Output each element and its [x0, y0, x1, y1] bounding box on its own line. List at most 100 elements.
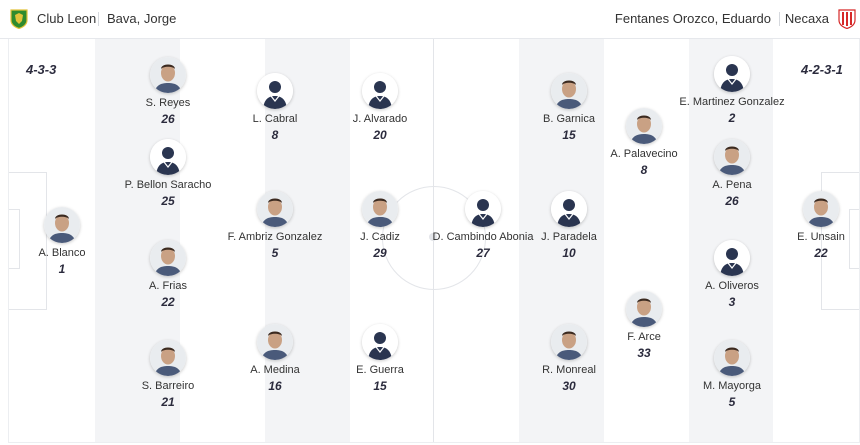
home-player[interactable]: J. Cadiz 29: [310, 191, 450, 260]
player-number: 22: [161, 295, 175, 309]
player-number: 3: [728, 295, 736, 309]
player-number: 22: [814, 246, 828, 260]
away-player[interactable]: F. Arce 33: [574, 291, 714, 360]
away-player[interactable]: B. Garnica 15: [499, 73, 639, 142]
player-name: J. Paradela: [541, 231, 597, 243]
away-player[interactable]: A. Oliveros 3: [662, 240, 802, 309]
home-coach-name[interactable]: Bava, Jorge: [107, 11, 177, 26]
player-number: 15: [373, 379, 387, 393]
player-photo: [626, 291, 662, 327]
player-number: 8: [640, 163, 648, 177]
center-spot: [429, 233, 437, 241]
player-photo: [714, 340, 750, 376]
player-silhouette-icon: [714, 56, 750, 92]
player-name: R. Monreal: [542, 364, 596, 376]
away-player[interactable]: E. Unsain 22: [751, 191, 859, 260]
player-photo: [150, 240, 186, 276]
player-photo: [714, 139, 750, 175]
home-player[interactable]: L. Cabral 8: [205, 73, 345, 142]
player-name: A. Oliveros: [705, 280, 759, 292]
player-number: 26: [161, 112, 175, 126]
player-name: E. Martinez Gonzalez: [679, 96, 785, 108]
player-name: J. Cadiz: [360, 231, 400, 243]
away-player[interactable]: E. Martinez Gonzalez 2: [662, 56, 802, 125]
player-name: A. Frias: [149, 280, 187, 292]
player-number: 10: [562, 246, 576, 260]
player-number: 33: [637, 346, 651, 360]
player-number: 25: [161, 194, 175, 208]
player-photo: [362, 191, 398, 227]
player-silhouette-icon: [714, 240, 750, 276]
player-number: 1: [58, 262, 66, 276]
player-name: L. Cabral: [252, 113, 298, 125]
player-number: 30: [562, 379, 576, 393]
player-name: F. Ambriz Gonzalez: [227, 231, 323, 243]
player-number: 8: [271, 128, 279, 142]
player-number: 16: [268, 379, 282, 393]
home-player[interactable]: A. Medina 16: [205, 324, 345, 393]
away-player[interactable]: R. Monreal 30: [499, 324, 639, 393]
home-player[interactable]: F. Ambriz Gonzalez 5: [205, 191, 345, 260]
player-photo: [257, 191, 293, 227]
player-name: S. Barreiro: [141, 380, 195, 392]
player-name: E. Unsain: [797, 231, 845, 243]
away-coach-name[interactable]: Fentanes Orozco, Eduardo: [614, 11, 771, 26]
home-player[interactable]: S. Reyes 26: [98, 57, 238, 126]
pitch: 4-3-3 4-2-3-1 A. Blanco 1 S. Reyes 26 P. Bel…: [8, 39, 860, 443]
player-number: 21: [161, 395, 175, 409]
player-silhouette-icon: [362, 324, 398, 360]
right-penalty-area: [821, 172, 859, 310]
player-name: D. Cambindo Abonia: [432, 231, 534, 243]
player-name: A. Medina: [250, 364, 300, 376]
player-number: 26: [725, 194, 739, 208]
player-name: A. Palavecino: [610, 148, 678, 160]
club-leon-logo[interactable]: [10, 9, 28, 29]
home-player[interactable]: S. Barreiro 21: [98, 340, 238, 409]
home-team-name[interactable]: Club Leon: [37, 11, 97, 26]
away-player[interactable]: D. Cambindo Abonia 27: [413, 191, 553, 260]
player-photo: [150, 57, 186, 93]
player-photo: [626, 108, 662, 144]
player-silhouette-icon: [257, 73, 293, 109]
player-photo: [257, 324, 293, 360]
player-photo: [150, 340, 186, 376]
player-silhouette-icon: [150, 139, 186, 175]
player-name: P. Bellon Saracho: [124, 179, 212, 191]
header-divider: [779, 12, 780, 26]
left-penalty-area: [9, 172, 47, 310]
player-number: 27: [476, 246, 490, 260]
header-divider: [98, 12, 99, 26]
home-player[interactable]: A. Blanco 1: [9, 207, 132, 276]
home-player[interactable]: A. Frias 22: [98, 240, 238, 309]
player-name: B. Garnica: [543, 113, 595, 125]
player-silhouette-icon: [465, 191, 501, 227]
player-photo: [551, 324, 587, 360]
player-photo: [551, 73, 587, 109]
lineup-header: Club Leon Bava, Jorge Fentanes Orozco, E…: [0, 0, 860, 39]
away-player[interactable]: J. Paradela 10: [499, 191, 639, 260]
player-name: A. Blanco: [38, 247, 86, 259]
away-player[interactable]: A. Palavecino 8: [574, 108, 714, 177]
center-circle: [382, 186, 486, 290]
player-silhouette-icon: [551, 191, 587, 227]
player-name: J. Alvarado: [352, 113, 408, 125]
player-name: E. Guerra: [356, 364, 404, 376]
player-number: 5: [271, 246, 279, 260]
away-team-name[interactable]: Necaxa: [784, 11, 829, 26]
home-player[interactable]: P. Bellon Saracho 25: [98, 139, 238, 208]
player-number: 15: [562, 128, 576, 142]
necaxa-logo[interactable]: [838, 9, 856, 29]
player-number: 2: [728, 111, 736, 125]
home-player[interactable]: E. Guerra 15: [310, 324, 450, 393]
home-formation: 4-3-3: [26, 62, 57, 77]
away-formation: 4-2-3-1: [801, 62, 843, 77]
player-photo: [44, 207, 80, 243]
right-goal-area: [849, 209, 859, 269]
player-name: F. Arce: [627, 331, 661, 343]
player-number: 29: [373, 246, 387, 260]
player-photo: [803, 191, 839, 227]
player-name: S. Reyes: [145, 97, 191, 109]
